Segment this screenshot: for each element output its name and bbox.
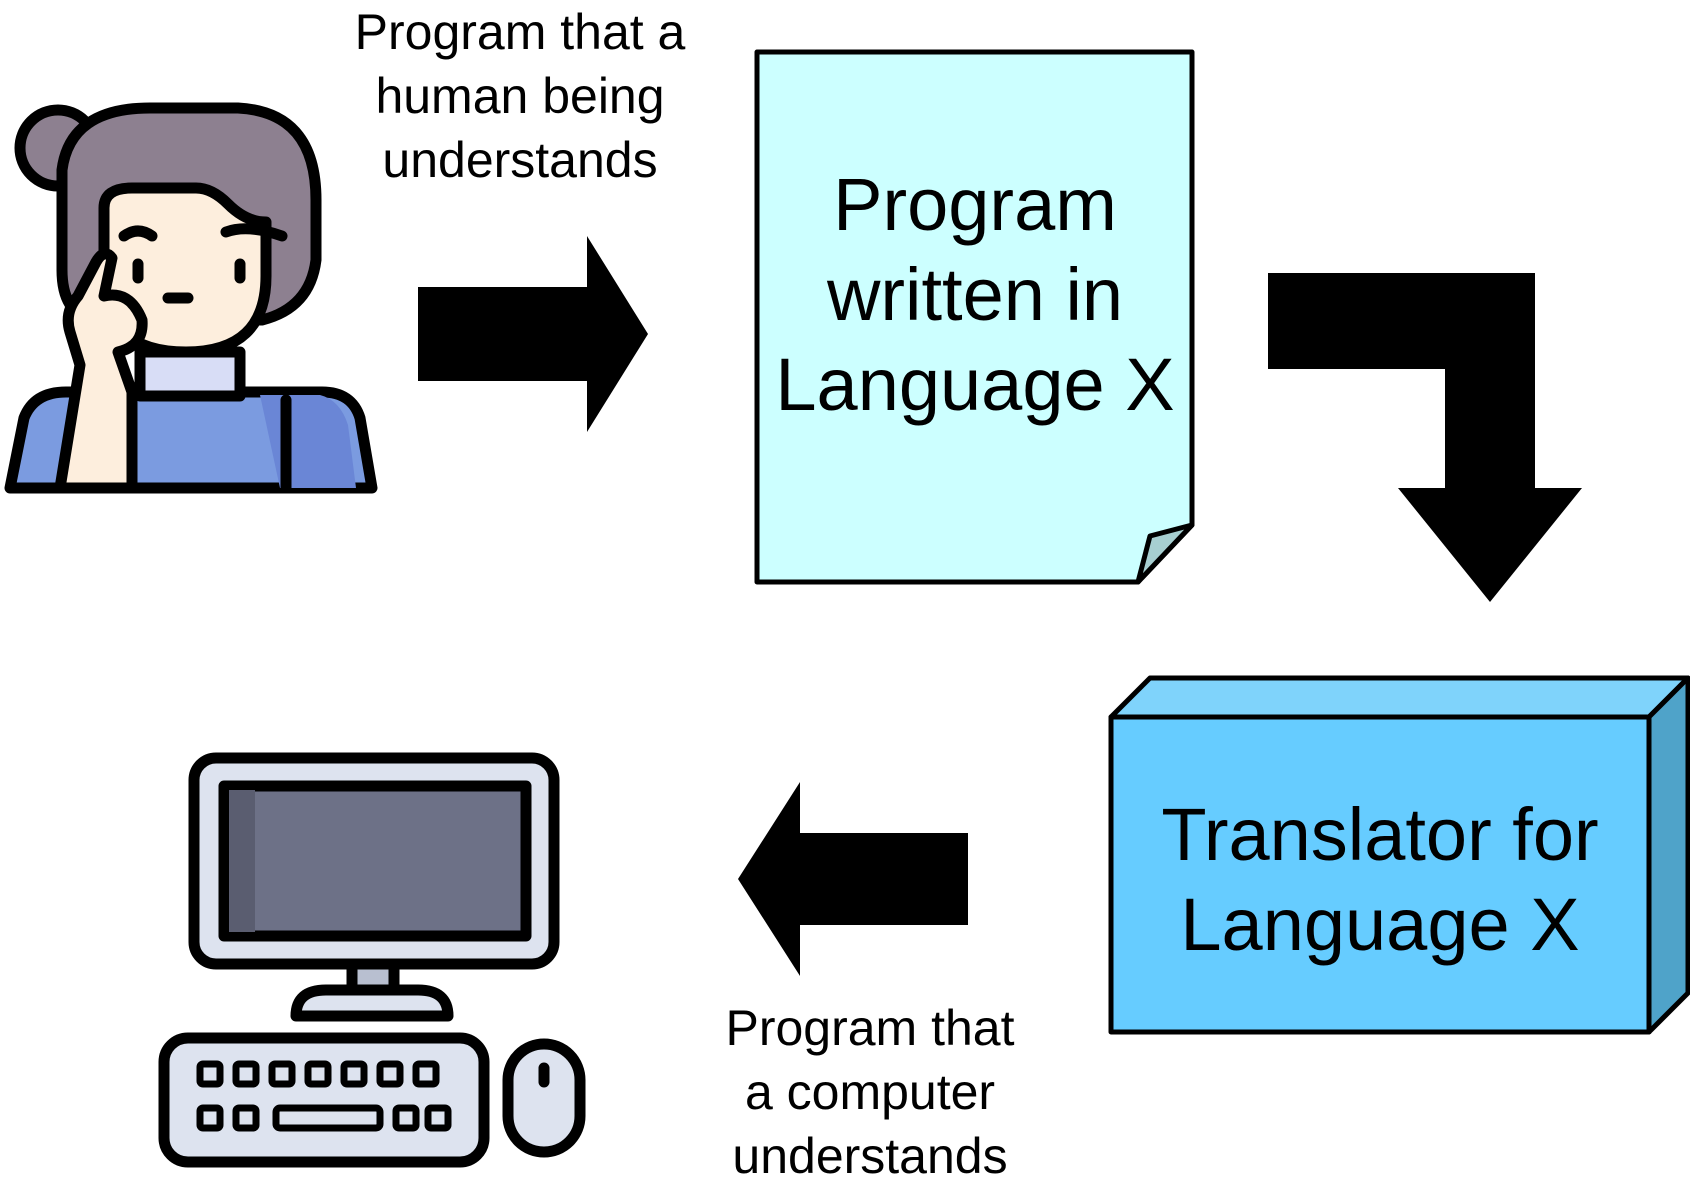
translator-box-side [1646, 675, 1690, 1035]
program-document [754, 49, 1195, 585]
translator-box-top [1108, 675, 1690, 720]
desktop-computer-icon [158, 752, 586, 1168]
person-thinking-icon [4, 102, 378, 494]
translator-box-front [1108, 714, 1652, 1035]
caption-computer-readable: Program that a computer understands [725, 1000, 1015, 1184]
arrow-left [738, 782, 968, 976]
document-label: Program written in Language X [775, 163, 1175, 426]
arrow-right [418, 236, 648, 432]
caption-human-readable: Program that a human being understands [354, 4, 686, 188]
arrow-bent-down [1268, 273, 1582, 602]
document-folded-corner [1135, 522, 1195, 585]
translator-label: Translator for Language X [1161, 793, 1599, 966]
translator-box [1108, 675, 1690, 1035]
